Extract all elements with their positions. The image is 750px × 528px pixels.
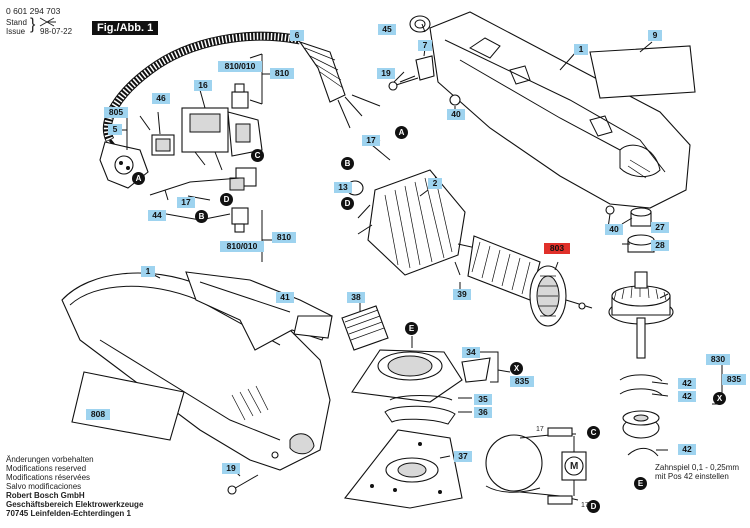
footer-division: Geschäftsbereich Elektrowerkzeuge (6, 500, 144, 509)
sanding-pad-37 (343, 429, 463, 509)
base-plate-34 (351, 349, 491, 403)
callout-e-mid: E (405, 322, 418, 335)
label-36: 36 (474, 407, 492, 418)
label-2: 2 (428, 178, 442, 189)
label-830: 830 (706, 354, 730, 365)
stand-label: Stand (6, 18, 27, 27)
nameplate-808 (71, 371, 185, 441)
stand-mark-icon (39, 17, 56, 27)
wiring-schematic (485, 427, 587, 505)
label-1-left: 1 (141, 266, 155, 277)
footer-company: Robert Bosch GmbH (6, 491, 85, 500)
screw-19-bottom (227, 474, 259, 495)
gasket-35-36 (384, 395, 456, 425)
cable-sleeve-6 (298, 40, 381, 129)
callout-b-mid: B (341, 157, 354, 170)
label-46: 46 (152, 93, 170, 104)
nut-40-top (449, 94, 461, 106)
label-37: 37 (454, 451, 472, 462)
label-7: 7 (418, 40, 432, 51)
brace-glyph: } (30, 16, 36, 33)
switch-assembly-16 (151, 107, 263, 171)
figure-label: Fig./Abb. 1 (92, 21, 159, 35)
footer-line-de: Änderungen vorbehalten (6, 455, 94, 464)
label-13: 13 (334, 182, 352, 193)
label-17-mid: 17 (362, 135, 380, 146)
screw-19-top (388, 77, 419, 91)
footer-line-en: Modifications reserved (6, 464, 87, 473)
label-45: 45 (378, 24, 396, 35)
callout-c-top: C (251, 149, 264, 162)
part-number: 0 601 294 703 (6, 6, 61, 16)
label-42-a: 42 (678, 378, 696, 389)
label-810-010-bottom: 810/010 (220, 241, 264, 252)
clamp-7 (415, 55, 435, 81)
note-adjust-with-42: mit Pos 42 einstellen (655, 472, 729, 481)
housing-half-1-top (429, 11, 691, 209)
label-810-top: 810 (270, 68, 294, 79)
motor-symbol: M (570, 461, 579, 472)
label-5: 5 (108, 124, 122, 135)
footer-address: 70745 Leinfelden-Echterdingen 1 (6, 509, 131, 518)
label-810-010-top: 810/010 (218, 61, 262, 72)
callout-d-left: D (220, 193, 233, 206)
label-835-mid: 835 (510, 376, 534, 387)
label-1-top: 1 (574, 44, 588, 55)
callout-c-bottom: C (587, 426, 600, 439)
callout-a-top: A (395, 126, 408, 139)
callout-b-left: B (195, 210, 208, 223)
label-34: 34 (462, 347, 480, 358)
issue-label: Issue (6, 27, 26, 36)
label-16: 16 (194, 80, 212, 91)
cover-41 (185, 271, 333, 351)
gear-stack (608, 207, 674, 457)
label-17-left: 17 (177, 197, 195, 208)
callout-a-left: A (132, 172, 145, 185)
carbon-brushes-810 (229, 83, 257, 233)
callout-x-mid: X (510, 362, 523, 375)
label-810-bottom: 810 (272, 232, 296, 243)
callout-d-mid: D (341, 197, 354, 210)
label-19-top: 19 (377, 68, 395, 79)
leader-lines (118, 23, 723, 477)
issue-date: 98-07-22 (40, 27, 73, 36)
callout-e-bottom: E (634, 477, 647, 490)
label-9: 9 (648, 30, 662, 41)
label-44: 44 (148, 210, 166, 221)
armature-803 (454, 235, 593, 327)
label-35: 35 (474, 394, 492, 405)
label-40-top: 40 (447, 109, 465, 120)
label-835-right: 835 (722, 374, 746, 385)
ring-45 (409, 15, 431, 33)
label-38: 38 (347, 292, 365, 303)
label-808: 808 (86, 409, 110, 420)
label-40-right: 40 (605, 224, 623, 235)
small-parts-top (399, 15, 615, 215)
footer-line-fr: Modifications réservées (6, 473, 91, 482)
label-803: 803 (544, 243, 570, 254)
label-19-bottom: 19 (222, 463, 240, 474)
wire-label-17-bottom: 17 (581, 502, 589, 509)
note-gear-backlash: Zahnspiel 0,1 - 0,25mm (655, 463, 740, 472)
stator-2 (346, 139, 466, 276)
label-27: 27 (651, 222, 669, 233)
label-805: 805 (104, 107, 128, 118)
nameplate-9 (589, 45, 696, 99)
callout-d-bottom: D (587, 500, 600, 513)
wire-label-17-top: 17 (536, 426, 544, 433)
nut-40-right (605, 205, 615, 215)
filter-38 (341, 305, 389, 351)
footer-line-es: Salvo modificaciones (6, 482, 82, 491)
label-6: 6 (290, 30, 304, 41)
label-41: 41 (276, 292, 294, 303)
label-28: 28 (651, 240, 669, 251)
label-42-b: 42 (678, 391, 696, 402)
label-42-c: 42 (678, 444, 696, 455)
callout-x-right: X (713, 392, 726, 405)
label-39: 39 (453, 289, 471, 300)
